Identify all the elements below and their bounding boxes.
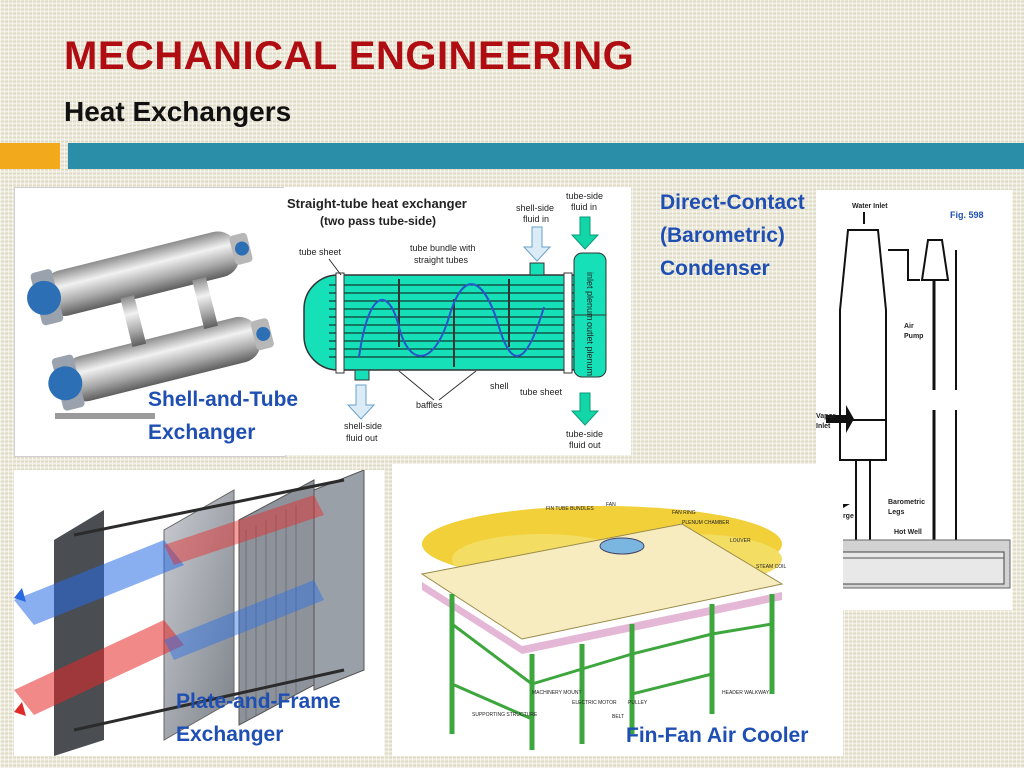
shell-label: shell: [490, 381, 509, 391]
baffles-label: baffles: [416, 400, 443, 410]
tube-side-out-label-1: tube-side: [566, 429, 603, 439]
tube-sheet-label: tube sheet: [299, 247, 342, 257]
shell-side-in-label-1: shell-side: [516, 203, 554, 213]
fin-tube-bundles-label: FIN TUBE BUNDLES: [546, 506, 594, 512]
caption-direct-contact: Direct-Contact (Barometric) Condenser: [660, 186, 805, 285]
air-pump-label-2: Pump: [904, 333, 923, 340]
accent-bar-teal: [68, 143, 1024, 169]
fan-ring-label: FAN RING: [672, 510, 696, 516]
shell-side-out-label-2: fluid out: [346, 433, 378, 443]
fin-fan-diagram-panel: FIN TUBE BUNDLES FAN FAN RING PLENUM CHA…: [392, 464, 843, 756]
machinery-mount-label: MACHINERY MOUNT: [532, 690, 582, 696]
diagram-title-line2: (two pass tube-side): [320, 214, 436, 228]
electric-motor-label: ELECTRIC MOTOR: [572, 700, 617, 706]
louver-label: LOUVER: [730, 538, 751, 544]
tube-side-in-label-1: tube-side: [566, 191, 603, 201]
inlet-plenum-label: inlet plenum: [585, 272, 595, 321]
tube-bundle-label-2: straight tubes: [414, 255, 469, 265]
belt-label: BELT: [612, 714, 624, 720]
accent-bar-orange: [0, 143, 60, 169]
hot-well-label: Hot Well: [894, 529, 922, 536]
fin-fan-air-cooler-diagram: FIN TUBE BUNDLES FAN FAN RING PLENUM CHA…: [420, 502, 787, 750]
condenser-diagram-panel: Fig. 598 Water Inlet Vapor Inlet Air Pum…: [816, 190, 1012, 610]
plenum-chamber-label: PLENUM CHAMBER: [682, 520, 730, 526]
plate-frame-image-panel: [14, 470, 384, 756]
shell-tube-exchanger-illustration: [27, 231, 274, 419]
slide-subtitle: Heat Exchangers: [64, 96, 292, 127]
steam-coil-label: STEAM COIL: [756, 564, 787, 570]
outlet-plenum-label: outlet plenum: [585, 322, 595, 376]
fig-label: Fig. 598: [950, 210, 984, 220]
slide-title: MECHANICAL ENGINEERING: [64, 34, 635, 78]
vapor-inlet-label-1: Vapor: [816, 413, 836, 420]
shell-side-out-label-1: shell-side: [344, 421, 382, 431]
caption-plate-and-frame: Plate-and-Frame Exchanger: [176, 685, 341, 751]
caption-shell-and-tube: Shell-and-Tube Exchanger: [148, 383, 298, 449]
header-walkway-label: HEADER WALKWAY: [722, 690, 770, 696]
caption-direct-contact-line3: Condenser: [660, 257, 770, 280]
pulley-label: PULLEY: [628, 700, 648, 706]
caption-plate-and-frame-line2: Exchanger: [176, 723, 284, 746]
barometric-legs-label-2: Legs: [888, 509, 904, 516]
fan-label: FAN: [606, 502, 616, 508]
tube-side-in-label-2: fluid in: [571, 202, 597, 212]
caption-plate-and-frame-line1: Plate-and-Frame: [176, 690, 341, 713]
tube-side-out-label-2: fluid out: [569, 440, 601, 450]
diagram-title-line1: Straight-tube heat exchanger: [287, 196, 467, 211]
caption-direct-contact-line1: Direct-Contact: [660, 191, 805, 214]
tube-bundle-label-1: tube bundle with: [410, 243, 476, 253]
tube-sheet-right-label: tube sheet: [520, 387, 563, 397]
air-pump-label-1: Air: [904, 323, 914, 330]
water-inlet-label: Water Inlet: [852, 203, 888, 210]
barometric-condenser-diagram: Fig. 598 Water Inlet Vapor Inlet Air Pum…: [816, 203, 1011, 589]
shell-tube-image-panel: [14, 187, 286, 457]
straight-tube-heat-exchanger-diagram: Straight-tube heat exchanger (two pass t…: [287, 191, 607, 450]
shell-side-in-label-2: fluid in: [523, 214, 549, 224]
vapor-inlet-label-2: Inlet: [816, 423, 831, 430]
straight-tube-diagram-panel: Straight-tube heat exchanger (two pass t…: [284, 187, 631, 455]
barometric-legs-label-1: Barometric: [888, 499, 925, 506]
caption-shell-and-tube-line1: Shell-and-Tube: [148, 388, 299, 411]
plate-frame-exchanger-illustration: [14, 470, 365, 756]
caption-shell-and-tube-line2: Exchanger: [148, 421, 256, 444]
caption-direct-contact-line2: (Barometric): [660, 224, 785, 247]
supporting-structure-label: SUPPORTING STRUCTURE: [472, 712, 538, 718]
caption-fin-fan: Fin-Fan Air Cooler: [626, 724, 809, 747]
